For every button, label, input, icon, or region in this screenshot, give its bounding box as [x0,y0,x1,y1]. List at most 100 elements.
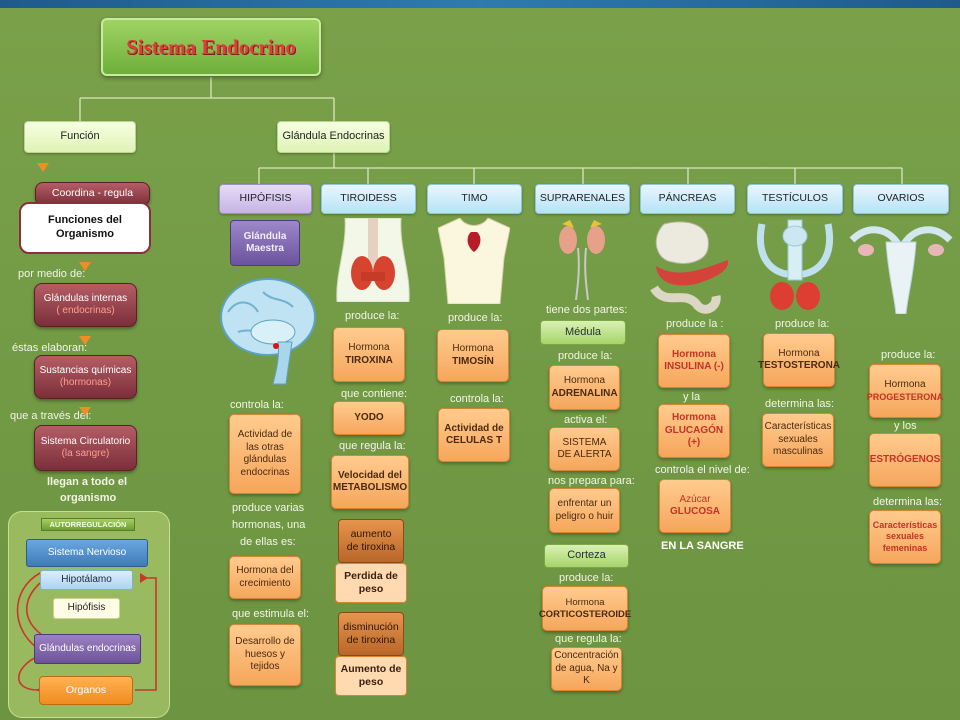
header-testiculos: TESTÍCULOS [747,184,843,214]
estas-elaboran-text: éstas elaboran: [12,342,88,354]
tir-produce-text: produce la: [345,310,400,322]
sup-medula-box: Médula [540,320,626,345]
autoregulacion-label: AUTORREGULACIÓN [41,518,135,531]
funcion-box: Función [24,121,136,153]
header-suprarenales: SUPRARENALES [535,184,630,214]
pan-y-la-text: y la [683,391,701,403]
header-hipofisis: HIPÓFISIS [219,184,312,214]
brain-illustration [220,278,316,385]
arrow-down-icon [79,262,91,271]
sup-activa-text: activa el: [564,414,608,426]
tir-regula-text: que regula la: [339,440,406,452]
funciones-label: Funciones del Organismo [48,214,122,240]
glandulas-box: Glándula Endocrinas [277,121,390,153]
arrow-down-icon [79,407,91,416]
sup-produce-text: produce la: [558,350,613,362]
sistema-circ-label: Sistema Circulatorio [40,435,131,447]
hipofisis-mini-box: Hipófisis [53,598,120,619]
ova-y-los-text: y los [894,420,917,432]
hip-produce-text-1: produce varias [232,502,305,514]
pan-en-sangre-text: EN LA SANGRE [661,540,744,552]
pan-produce-text: produce la : [666,318,724,330]
header-tiroides: TIROIDESS [321,184,416,214]
testes-illustration [757,219,833,310]
coordina-label: Coordina - regula [51,187,134,200]
ova-determina-text: determina las: [873,496,943,508]
arrow-down-icon [37,163,49,172]
sustancias-box: Sustancias químicas (hormonas) [34,355,137,399]
hipotalamo-box: Hipotálamo [40,570,133,590]
adrenal-illustration [559,220,605,300]
llegan-text-2: organismo [60,492,117,504]
hip-produce-text-2: hormonas, una [232,519,306,531]
tir-contiene-text: que contiene: [341,388,408,400]
sistema-nervioso-box: Sistema Nervioso [26,539,148,567]
tes-produce-text: produce la: [775,318,830,330]
funciones-box: Funciones del Organismo [19,202,151,254]
pan-controla-text: controla el nivel de: [655,464,750,476]
hormonas-label: (hormonas) [59,377,112,388]
sup-produce2-text: produce la: [559,572,614,584]
timo-produce-text: produce la: [448,312,503,324]
ovaries-illustration [849,226,953,314]
arrow-down-icon [79,336,91,345]
sup-tiene-text: tiene dos partes: [546,304,628,316]
hip-controla-text: controla la: [230,399,284,411]
sustancias-label: Sustancias químicas [39,364,132,376]
header-ovarios: OVARIOS [853,184,949,214]
glandulas-internas-box: Glándulas internas ( endocrinas) [34,283,137,327]
organos-box: Organos [39,676,133,705]
page-title: Sistema Endocrino [126,34,296,59]
hip-estimula-text: que estimula el: [232,608,310,620]
top-bar [0,0,960,8]
funcion-label: Función [60,130,100,143]
la-sangre-label: (la sangre) [61,448,110,459]
title-box: Sistema Endocrino [101,18,321,76]
timo-controla-text: controla la: [450,393,504,405]
ova-estrogenos-box: ESTRÓGENOS [869,433,941,487]
pancreas-illustration [650,221,729,314]
sup-prepara-text: nos prepara para: [548,475,635,487]
hip-produce-text-3: de ellas es: [240,536,296,548]
por-medio-text: por medio de: [18,268,86,280]
que-a-traves-text: que a través del: [10,410,92,422]
sup-corteza-box: Corteza [544,544,629,568]
sup-regula-text: que regula la: [555,633,622,645]
llegan-text-1: llegan a todo el [47,476,128,488]
ova-produce-text: produce la: [881,349,936,361]
header-pancreas: PÁNCREAS [640,184,735,214]
sistema-circulatorio-box: Sistema Circulatorio (la sangre) [34,425,137,471]
thyroid-illustration [336,218,410,302]
glandulas-endocrinas-box: Glándulas endocrinas [34,634,141,664]
endocrinas-label: ( endocrinas) [56,305,115,316]
glandulas-internas-label: Glándulas internas [43,292,128,304]
tes-determina-text: determina las: [765,398,835,410]
glandulas-label: Glándula Endocrinas [282,130,385,143]
thymus-illustration [438,218,510,304]
tir-yodo-box: YODO [333,401,405,435]
